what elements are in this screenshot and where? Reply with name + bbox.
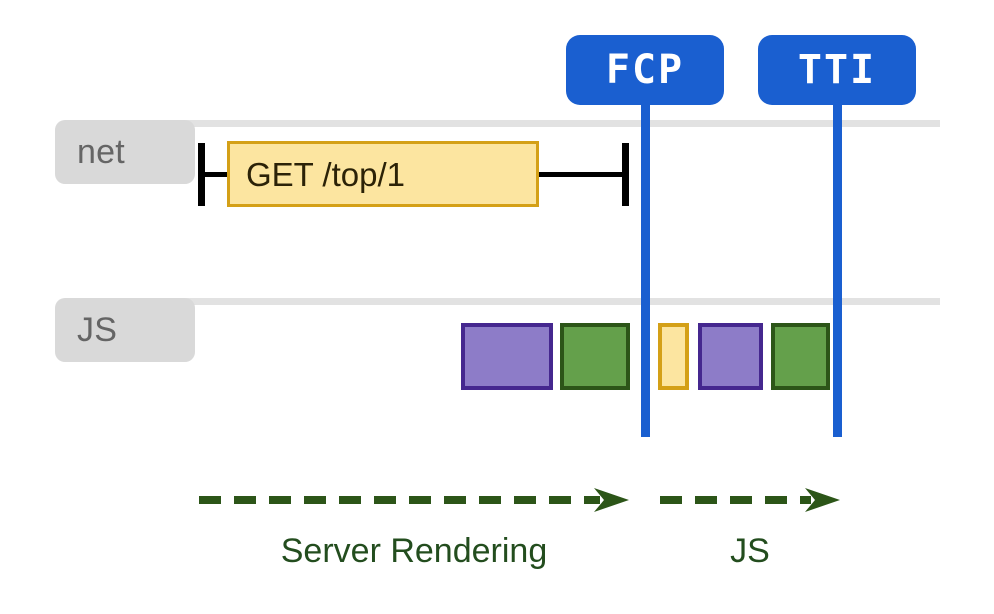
network-request-bar[interactable]: GET /top/1 <box>227 141 539 207</box>
js-phase-arrow <box>660 488 840 512</box>
js-task-block-3[interactable] <box>658 323 689 390</box>
server-rendering-phase-label-text: Server Rendering <box>280 532 548 570</box>
server-rendering-phase-arrow <box>199 488 629 512</box>
tti-marker-badge[interactable]: TTI <box>758 35 916 105</box>
js-task-block-1[interactable] <box>461 323 553 390</box>
fcp-marker-badge[interactable]: FCP <box>566 35 724 105</box>
net-lane-timeline-line <box>173 120 940 127</box>
js-lane-label: JS <box>55 298 195 362</box>
js-arrow-head <box>805 488 840 512</box>
fcp-marker-label: FCP <box>605 47 685 93</box>
js-phase-label: JS <box>657 534 843 568</box>
server-rendering-arrow-head <box>594 488 629 512</box>
js-lane-label-text: JS <box>77 311 118 349</box>
tti-marker-line <box>833 100 842 437</box>
js-phase-label-text: JS <box>730 532 770 570</box>
js-lane-timeline-line <box>173 298 940 305</box>
server-rendering-phase-label: Server Rendering <box>196 534 632 568</box>
net-lane-label-text: net <box>77 133 125 171</box>
net-lane-label: net <box>55 120 195 184</box>
fcp-marker-line <box>641 100 650 437</box>
request-start-connector <box>204 172 228 177</box>
tti-marker-label: TTI <box>797 47 877 93</box>
request-end-connector <box>537 172 623 177</box>
js-task-block-5[interactable] <box>771 323 830 390</box>
js-task-block-4[interactable] <box>698 323 763 390</box>
request-start-whisker <box>198 143 205 206</box>
network-request-label: GET /top/1 <box>246 155 405 193</box>
js-task-block-2[interactable] <box>560 323 630 390</box>
request-end-whisker <box>622 143 629 206</box>
